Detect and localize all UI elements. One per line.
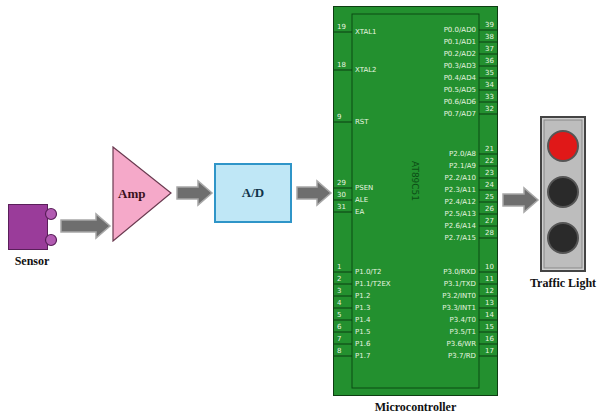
node-label: Sensor	[15, 254, 50, 269]
pin-number: 16	[485, 335, 494, 343]
pin-name: P3.4/T0	[450, 316, 476, 324]
pin-number: 21	[485, 145, 494, 153]
pin-name: P0.1/AD1	[444, 38, 476, 46]
node-label: Traffic Light	[530, 276, 596, 291]
pin-number: 12	[485, 287, 494, 295]
pin-name: P1.1/T2EX	[355, 280, 391, 288]
pin-name: P1.6	[355, 340, 370, 348]
pin-name: P1.5	[355, 328, 370, 336]
pin-number: 17	[485, 347, 494, 355]
pin-name: P0.2/AD2	[444, 50, 476, 58]
pin-number: 7	[337, 335, 341, 343]
pin-number: 19	[337, 23, 346, 31]
node-label: Microcontroller	[375, 400, 457, 415]
pin-name: P1.0/T2	[355, 268, 381, 276]
sensor-block-outline	[8, 204, 56, 250]
pin-name: P3.5/T1	[450, 328, 476, 336]
pin-number: 3	[337, 287, 341, 295]
pin-number: 33	[485, 93, 494, 101]
pin-number: 31	[337, 203, 346, 211]
pin-name: P2.6/A14	[445, 222, 476, 230]
pin-number: 32	[485, 105, 494, 113]
pin-name: RST	[355, 118, 369, 126]
pin-name: P2.3/A11	[445, 186, 476, 194]
pin-number: 34	[485, 81, 494, 89]
pin-number: 8	[337, 347, 341, 355]
node-label: Amp	[112, 146, 172, 242]
pin-number: 4	[337, 299, 341, 307]
pin-name: P0.7/AD7	[444, 110, 476, 118]
pin-number: 1	[337, 263, 341, 271]
pin-name: P2.5/A13	[445, 210, 476, 218]
pin-name: P1.2	[355, 292, 370, 300]
pin-number: 11	[485, 275, 494, 283]
pin-number: 14	[485, 311, 494, 319]
pin-number: 6	[337, 323, 341, 331]
pin-name: P0.4/AD4	[444, 74, 476, 82]
pin-number: 27	[485, 217, 494, 225]
pin-name: P3.3/INT1	[442, 304, 476, 312]
pin-name: XTAL2	[355, 66, 377, 74]
pin-number: 38	[485, 33, 494, 41]
adc-box: A/D	[214, 163, 292, 223]
pin-name: P1.4	[355, 316, 370, 324]
pin-number: 30	[337, 191, 346, 199]
pin-number: 22	[485, 157, 494, 165]
pin-number: 36	[485, 57, 494, 65]
pin-name: P3.6/WR	[447, 340, 477, 348]
flow-arrow	[297, 181, 331, 205]
pin-number: 5	[337, 311, 341, 319]
pin-name: P1.7	[355, 352, 370, 360]
pin-number: 24	[485, 181, 494, 189]
pin-name: P2.7/A15	[445, 234, 476, 242]
pin-name: P0.0/AD0	[444, 26, 476, 34]
pin-number: 13	[485, 299, 494, 307]
pin-name: P0.3/AD3	[444, 62, 476, 70]
pin-number: 35	[485, 69, 494, 77]
amplifier-triangle: Amp	[112, 146, 172, 242]
traffic-light: Traffic Light	[540, 116, 586, 272]
sensor-block: Sensor	[8, 204, 56, 250]
pin-name: ALE	[355, 196, 368, 204]
pin-number: 26	[485, 205, 494, 213]
pin-name: P3.7/RD	[448, 352, 476, 360]
pin-name: EA	[355, 208, 364, 216]
pin-number: 10	[485, 263, 494, 271]
chip-part-number: AT89C51	[411, 161, 421, 201]
microcontroller-chip: MicrocontrollerAT89C51XTAL119XTAL218RST9…	[333, 6, 498, 396]
flow-arrow	[177, 181, 212, 205]
pin-number: 37	[485, 45, 494, 53]
flow-arrow	[503, 188, 538, 212]
pin-number: 23	[485, 169, 494, 177]
pin-number: 2	[337, 275, 341, 283]
pin-number: 29	[337, 179, 346, 187]
pin-number: 9	[337, 113, 341, 121]
node-label: A/D	[214, 163, 292, 223]
pin-number: 25	[485, 193, 494, 201]
pin-name: P0.6/AD6	[444, 98, 476, 106]
pin-name: PSEN	[355, 184, 373, 192]
pin-name: P0.5/AD5	[444, 86, 476, 94]
pin-name: P2.4/A12	[445, 198, 476, 206]
pin-name: P3.2/INT0	[442, 292, 476, 300]
pin-name: P3.0/RXD	[443, 268, 476, 276]
pin-number: 28	[485, 229, 494, 237]
pin-number: 18	[337, 61, 346, 69]
pin-name: P2.0/A8	[449, 150, 476, 158]
flow-arrow	[61, 214, 110, 238]
pin-name: P3.1/TXD	[444, 280, 476, 288]
traffic-light-outline	[540, 116, 586, 272]
pin-number: 15	[485, 323, 494, 331]
pin-number: 39	[485, 21, 494, 29]
pin-name: XTAL1	[355, 28, 377, 36]
pin-name: P2.1/A9	[449, 162, 476, 170]
pin-name: P1.3	[355, 304, 370, 312]
pin-name: P2.2/A10	[445, 174, 476, 182]
